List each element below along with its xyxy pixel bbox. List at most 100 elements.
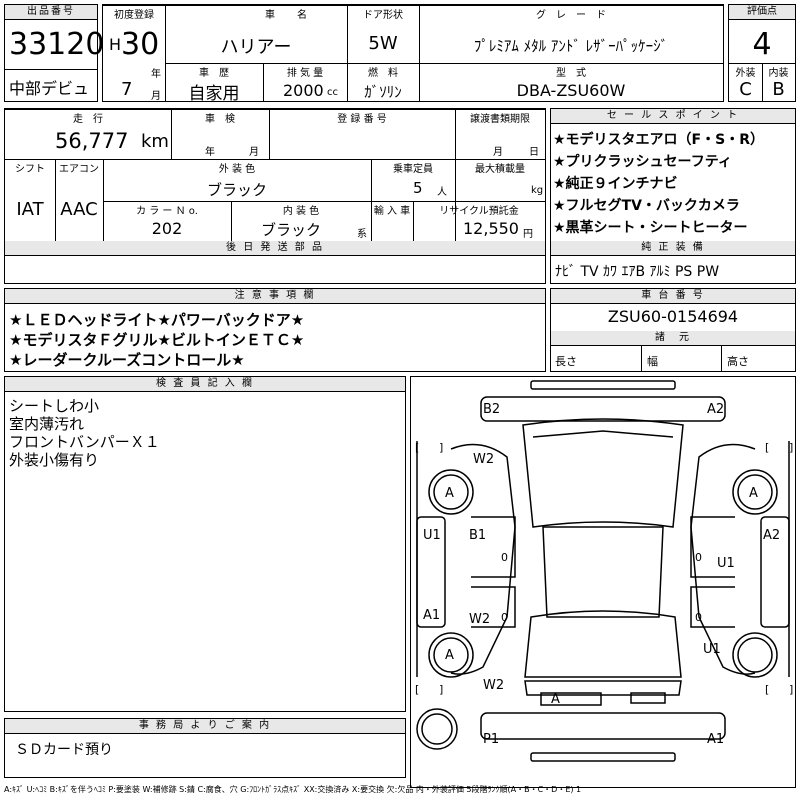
vehicle-detail-box: 走 行 車 検 登 録 番 号 譲渡書類期限 56,777 km 年 月 月 日…	[4, 108, 546, 284]
inspector-line-3: フロントバンパーＸ１	[9, 433, 160, 451]
int-grade-label: 内装	[768, 68, 789, 79]
capacity-unit: 人	[437, 187, 447, 198]
int-color: ブラック	[260, 221, 321, 239]
damage-mark: A	[445, 486, 454, 501]
lot-number-box: 出品番号 33120 中部デビュ	[4, 4, 104, 102]
equipment-items: ﾅﾋﾞ TV ｶﾜ ｴｱB ｱﾙﾐ PS PW	[555, 264, 720, 280]
inspector-line-1: シートしわ小	[9, 397, 100, 415]
car-name-label: 車 名	[265, 10, 313, 21]
damage-mark: A2	[707, 402, 724, 417]
damage-mark: A	[551, 692, 560, 707]
history-label: 車 歴	[199, 68, 229, 79]
height-label: 高さ	[727, 355, 749, 368]
inspection-label: 車 検	[205, 114, 235, 125]
sales-point-3: ★純正９インチナビ	[553, 176, 678, 192]
int-color-unit: 系	[357, 229, 367, 240]
lot-number-label: 出品番号	[5, 5, 97, 20]
damage-mark: A	[749, 486, 758, 501]
ac-label: エアコン	[59, 164, 99, 175]
zero-mark: 0	[501, 551, 508, 564]
fuel: ｶﾞｿﾘﾝ	[364, 83, 402, 101]
caution-line-2: ★モデリスタＦグリル★ビルトインＥＴＣ★	[9, 331, 305, 349]
bracket-mark: [	[415, 683, 419, 696]
era: H	[109, 35, 122, 54]
grade-label: グ レ ー ド	[536, 10, 606, 21]
int-grade: B	[772, 79, 785, 100]
caution-line-1: ★ＬＥＤヘッドライト★パワーバックドア★	[9, 311, 305, 329]
office-notice-box: 事 務 局 よ り ご 案 内 ＳＤカード預り	[4, 718, 406, 778]
sales-point-4: ★フルセグTV・バックカメラ	[553, 198, 740, 214]
grade: ﾌﾟﾚﾐｱﾑ ﾒﾀﾙ ｱﾝﾄﾞ ﾚｻﾞｰﾊﾟｯｹｰｼﾞ	[473, 37, 669, 55]
bracket-mark: [	[765, 683, 769, 696]
lot-number: 33120	[9, 27, 105, 62]
damage-mark: U1	[703, 642, 721, 657]
sales-point-2: ★プリクラッシュセーフティ	[553, 154, 732, 170]
main-info-box: 初度登録 車 名 ドア形状 グ レ ー ド H 30 年 ハリアー 5W ﾌﾟﾚ…	[102, 4, 724, 104]
damage-mark: A1	[707, 732, 724, 747]
month-unit: 月	[151, 91, 161, 102]
score-box: 評価点 4 外装 内装 C B	[728, 4, 796, 102]
damage-mark: U1	[423, 528, 441, 543]
ext-color-label: 外 装 色	[218, 164, 256, 175]
bracket-mark: ]	[439, 683, 443, 696]
recycle: 12,550	[463, 219, 519, 238]
transfer-day-unit: 日	[529, 147, 539, 158]
bracket-mark: ]	[439, 441, 443, 454]
reg-date-label: 初度登録	[114, 10, 154, 21]
zero-mark: 0	[695, 611, 702, 624]
score-label: 評価点	[729, 5, 795, 20]
shift-label: シフト	[15, 164, 45, 175]
sales-points-box: セ ー ル ス ポ イ ン ト ★モデリスタエアロ（F・S・R） ★プリクラッシ…	[550, 108, 796, 284]
capacity: 5	[413, 179, 423, 197]
sales-point-1: ★モデリスタエアロ（F・S・R）	[553, 132, 764, 148]
chassis-label: 車 台 番 号	[551, 289, 795, 304]
displacement-label: 排 気 量	[286, 68, 324, 79]
color-no: 202	[151, 219, 183, 238]
damage-mark: W2	[469, 612, 490, 627]
bracket-mark: ]	[789, 683, 793, 696]
transfer-month-unit: 月	[493, 147, 503, 158]
history: 自家用	[188, 84, 240, 104]
car-diagram: B2 A2 W2 A A U1 B1 A2 U1 A1 W2 U1 A W2 A…	[415, 380, 793, 762]
color-no-label: カ ラ ー Ｎ o.	[136, 206, 198, 217]
model: DBA-ZSU60W	[516, 81, 626, 100]
inspector-line-4: 外装小傷有り	[9, 451, 100, 469]
chassis-box: 車 台 番 号 ZSU60-0154694 諸 元 長さ 幅 高さ	[550, 288, 796, 372]
recycle-unit: 円	[523, 229, 533, 240]
shift: IAT	[16, 199, 44, 220]
chassis-number: ZSU60-0154694	[607, 307, 739, 326]
max-load-label: 最大積載量	[475, 164, 525, 175]
year-unit: 年	[151, 69, 161, 80]
length-label: 長さ	[555, 355, 577, 368]
transfer-label: 譲渡書類期限	[470, 114, 530, 125]
inspector-line-2: 室内薄汚れ	[9, 415, 85, 433]
damage-mark: U1	[717, 556, 735, 571]
door-label: ドア形状	[363, 10, 403, 21]
office-notice-text: ＳＤカード預り	[15, 742, 113, 758]
insp-year-unit: 年	[205, 147, 215, 158]
bracket-mark: [	[765, 441, 769, 454]
ext-grade: C	[739, 79, 752, 100]
mileage-label: 走 行	[73, 114, 103, 125]
damage-mark: B2	[483, 402, 500, 417]
fuel-label: 燃 料	[368, 68, 398, 79]
zero-mark: 0	[695, 551, 702, 564]
zero-mark: 0	[501, 611, 508, 624]
reg-year: 30	[121, 27, 160, 62]
caution-box: 注 意 事 項 欄 ★ＬＥＤヘッドライト★パワーバックドア★ ★モデリスタＦグリ…	[4, 288, 546, 372]
ac: AAC	[60, 199, 98, 220]
score: 4	[752, 27, 772, 62]
reg-number-label: 登 録 番 号	[337, 114, 387, 125]
debut-label: 中部デビュ	[9, 79, 90, 98]
damage-mark: B1	[469, 528, 486, 543]
caution-line-3: ★レーダークルーズコントロール★	[9, 351, 245, 369]
bracket-mark: ]	[789, 441, 793, 454]
damage-diagram-box: B2 A2 W2 A A U1 B1 A2 U1 A1 W2 U1 A W2 A…	[410, 376, 796, 788]
legend: A:ｷｽﾞ U:ﾍｺﾐ B:ｷｽﾞを伴うﾍｺﾐ P:要塗装 W:補修跡 S:錆 …	[4, 785, 582, 794]
import-label: 輸 入 車	[373, 206, 411, 217]
inspector-box: 検 査 員 記 入 欄 シートしわ小 室内薄汚れ フロントバンパーＸ１ 外装小傷…	[4, 376, 406, 712]
insp-month-unit: 月	[249, 147, 259, 158]
damage-mark: W2	[483, 678, 504, 693]
recycle-label: リサイクル預託金	[439, 206, 519, 217]
sales-point-5: ★黒革シート・シートヒーター	[553, 220, 748, 236]
